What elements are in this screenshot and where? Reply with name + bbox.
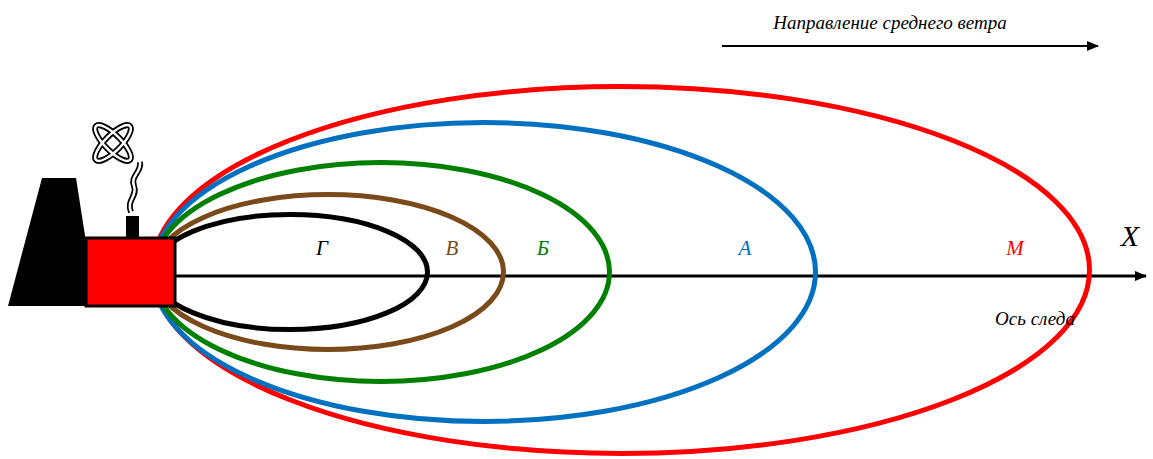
zone-letter: А <box>739 238 752 259</box>
reactor-building <box>86 238 175 306</box>
axis-name: X <box>1121 221 1139 251</box>
zone-letter: Б <box>537 238 549 259</box>
zone-outline <box>150 120 818 424</box>
wind-arrow <box>722 45 1098 47</box>
wind-direction-label: Направление среднего ветра <box>773 13 1006 32</box>
radiation-sign <box>90 120 135 165</box>
zone-ellipse: БВГ <box>150 160 612 384</box>
zone-ellipse: Г <box>150 212 430 332</box>
zone-ellipse: МАБВГ <box>150 84 1092 456</box>
zone-ellipse: ВГ <box>150 192 506 352</box>
stack <box>126 216 139 238</box>
zone-outline <box>150 212 430 332</box>
smoke <box>130 162 140 212</box>
trace-axis <box>175 275 1146 278</box>
cooling-tower <box>8 178 96 306</box>
zone-letter: Г <box>316 238 328 259</box>
zone-letter: М <box>1006 238 1024 259</box>
axis-caption: Ось следа <box>995 309 1075 328</box>
zone-ellipse: АБВГ <box>150 120 818 424</box>
zone-outline <box>150 160 612 384</box>
zone-outline <box>150 84 1092 456</box>
zone-letter: В <box>446 238 459 259</box>
